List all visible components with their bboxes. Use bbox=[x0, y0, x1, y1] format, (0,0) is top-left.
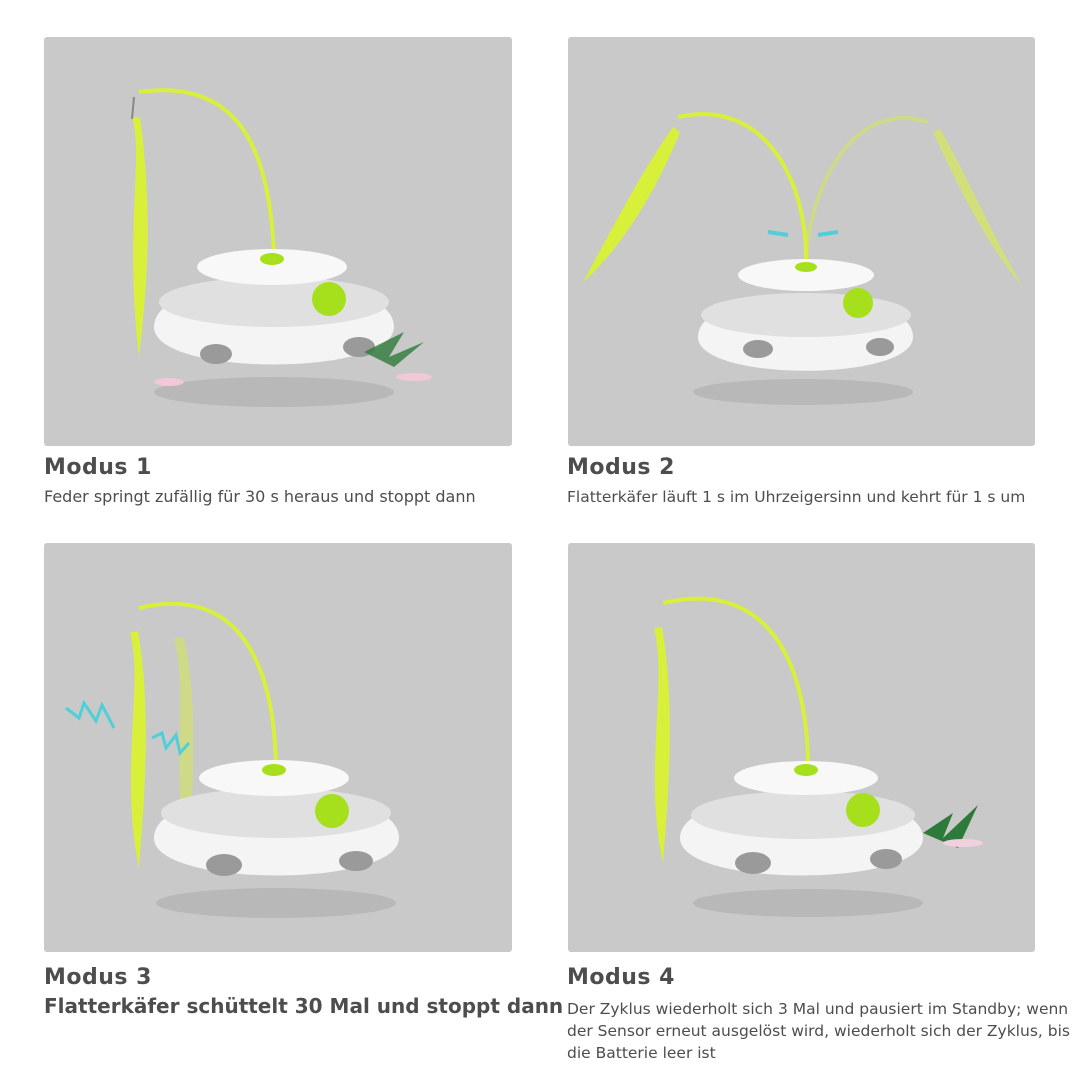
mode-3-illustration bbox=[65, 601, 399, 918]
toy-top-disc bbox=[738, 259, 874, 291]
mode-1-illustration bbox=[131, 88, 432, 407]
mode-1-title: Modus 1 bbox=[44, 455, 152, 480]
mode-2-title: Modus 2 bbox=[567, 455, 675, 480]
shake-zigzag-left bbox=[65, 699, 116, 729]
mode-2-description: Flatterkäfer läuft 1 s im Uhrzeigersinn … bbox=[567, 488, 1026, 506]
mode-2-illustration bbox=[583, 112, 1023, 405]
feather-wand bbox=[662, 596, 810, 769]
feather-wand bbox=[677, 112, 809, 263]
feather-streamer bbox=[654, 627, 670, 863]
mode-3-description: Flatterkäfer schüttelt 30 Mal und stoppt… bbox=[44, 994, 564, 1018]
mode-3-image bbox=[44, 543, 512, 952]
feather-wand bbox=[138, 601, 278, 774]
mode-3-title: Modus 3 bbox=[44, 965, 152, 990]
mode-4-title: Modus 4 bbox=[567, 965, 675, 990]
motion-arrows bbox=[767, 230, 839, 237]
mode-2-image bbox=[568, 37, 1035, 446]
green-ball bbox=[312, 282, 346, 316]
shake-zigzag-right bbox=[151, 730, 191, 757]
mode-1-description: Feder springt zufällig für 30 s heraus u… bbox=[44, 487, 476, 506]
green-ball bbox=[843, 288, 873, 318]
mode-4-illustration bbox=[654, 596, 983, 917]
toy-top-disc bbox=[734, 761, 878, 795]
feather-streamer bbox=[132, 117, 148, 357]
mode-4-image bbox=[568, 543, 1035, 952]
toy-top-disc bbox=[199, 760, 349, 796]
green-ball bbox=[315, 794, 349, 828]
green-feather bbox=[364, 332, 424, 367]
mode-4-description: Der Zyklus wiederholt sich 3 Mal und pau… bbox=[567, 1000, 1070, 1062]
green-ball bbox=[846, 793, 880, 827]
green-feather bbox=[923, 805, 978, 848]
feather-streamer bbox=[583, 127, 680, 282]
feather-wand bbox=[138, 88, 276, 253]
feather-streamer bbox=[130, 631, 146, 868]
mode-1-image bbox=[44, 37, 512, 446]
toy-top-disc bbox=[197, 249, 347, 285]
